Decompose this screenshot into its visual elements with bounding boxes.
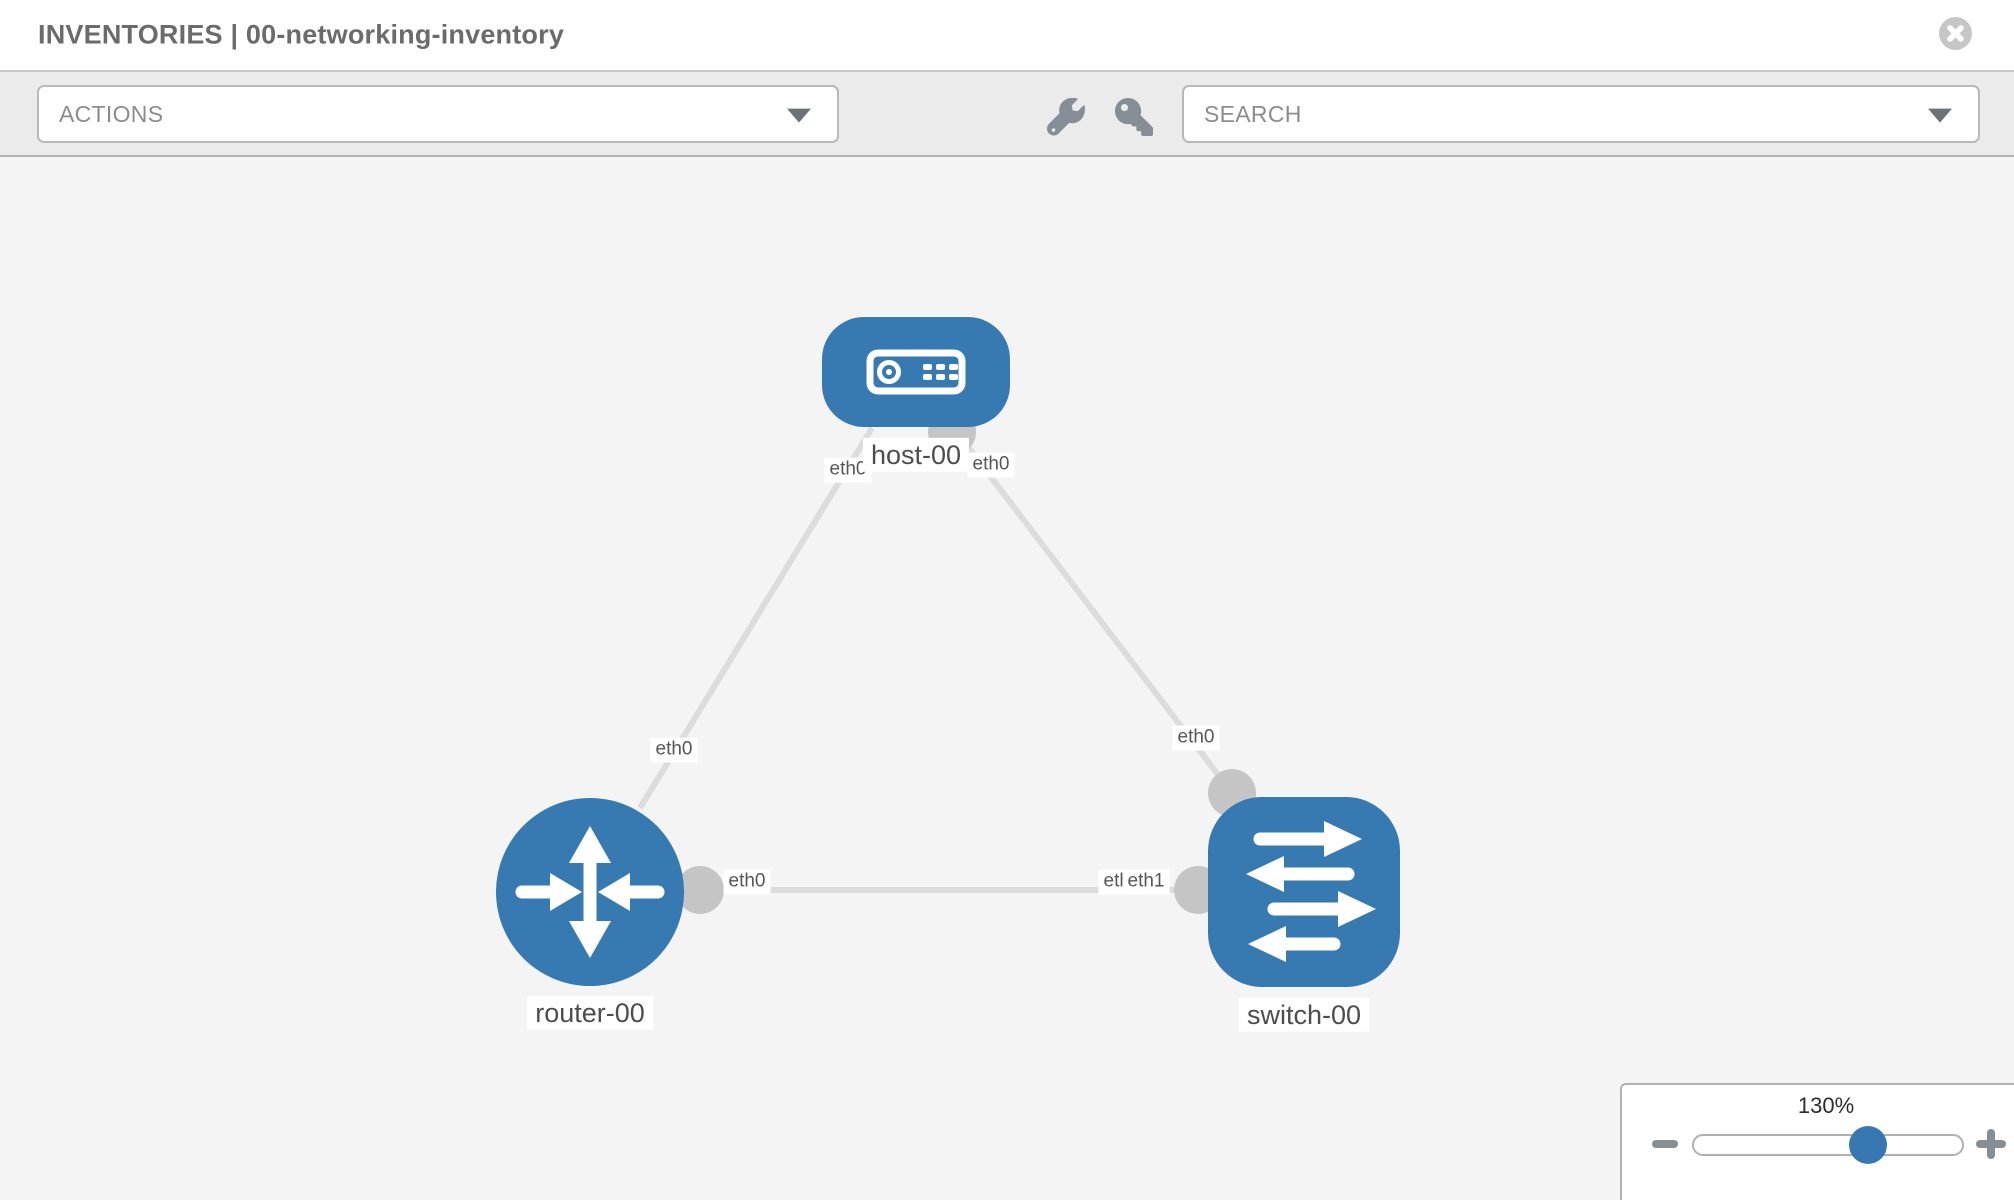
search-dropdown[interactable]: SEARCH xyxy=(1182,85,1980,143)
zoom-panel: 130% xyxy=(1620,1083,2014,1200)
credentials-button[interactable] xyxy=(1115,98,1153,136)
node-switch-00[interactable] xyxy=(1208,797,1400,987)
minus-icon xyxy=(1652,1140,1678,1148)
node-label-switch-00: switch-00 xyxy=(1238,997,1370,1033)
interface-label: eth0 xyxy=(650,737,698,763)
toolbar: ACTIONS SEARCH xyxy=(0,72,2014,157)
panel-header: INVENTORIES | 00-networking-inventory xyxy=(0,0,2014,72)
zoom-slider-track[interactable] xyxy=(1692,1126,1964,1164)
interface-label: eth0 xyxy=(723,869,771,895)
search-dropdown-label: SEARCH xyxy=(1204,100,1302,127)
caret-down-icon xyxy=(1928,108,1952,123)
zoom-slider-handle[interactable] xyxy=(1849,1126,1888,1164)
interface-label: eth0 xyxy=(1172,725,1220,751)
interface-label: eth0 xyxy=(967,452,1015,478)
node-router-00[interactable] xyxy=(496,798,684,986)
tools-button[interactable] xyxy=(1047,97,1085,136)
wrench-icon xyxy=(1047,97,1085,136)
topology-canvas[interactable]: 130% eth0eth0eth0eth0eth0eth0eth1host-00… xyxy=(0,157,2014,1200)
close-icon xyxy=(1947,25,1964,42)
zoom-out-button[interactable] xyxy=(1652,1137,1678,1156)
interface-label: eth1 xyxy=(1122,869,1170,895)
plus-icon xyxy=(1976,1129,2006,1159)
node-host-00[interactable] xyxy=(822,317,1010,427)
interface-dot xyxy=(676,866,724,914)
node-label-router-00: router-00 xyxy=(527,995,653,1031)
topology-diagram xyxy=(496,317,1400,987)
actions-dropdown-label: ACTIONS xyxy=(59,100,164,127)
caret-down-icon xyxy=(787,108,811,123)
zoom-percent-label: 130% xyxy=(1797,1093,1855,1118)
zoom-in-button[interactable] xyxy=(1976,1129,2006,1164)
key-icon xyxy=(1115,98,1153,136)
page-title: INVENTORIES | 00-networking-inventory xyxy=(38,19,565,50)
actions-dropdown[interactable]: ACTIONS xyxy=(37,85,839,143)
node-label-host-00: host-00 xyxy=(862,437,970,473)
close-button[interactable] xyxy=(1939,17,1972,50)
